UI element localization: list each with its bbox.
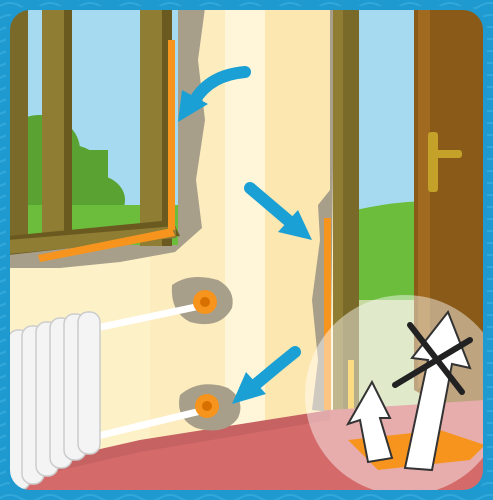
radiator-icon [8,311,101,491]
door-handle-icon [428,132,462,192]
door-area [312,8,485,430]
airflow-arrow-icon [345,379,394,464]
door [414,8,485,430]
floor-draft-highlight [305,295,485,492]
leak-arrow-pipe-icon [232,346,301,404]
window [8,8,205,268]
window-seal-bottom [38,228,175,262]
inner-frame-border [6,6,487,494]
leak-arrow-window-icon [178,66,251,122]
crossed-out-arrow-icon [392,310,473,472]
window-seal-vertical [168,40,175,230]
door-seal [324,218,331,410]
leak-arrow-door-icon [244,182,312,240]
